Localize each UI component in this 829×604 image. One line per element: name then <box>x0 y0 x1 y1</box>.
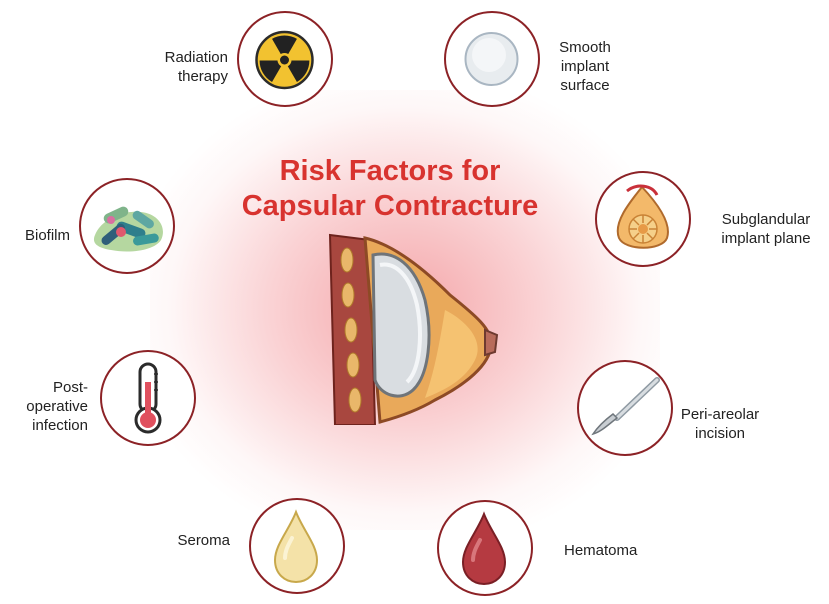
biofilm-circle <box>79 178 175 274</box>
bacteria-icon <box>81 180 172 271</box>
subglandular-implant-plane-circle <box>595 171 691 267</box>
label-biofilm: Biofilm <box>10 226 70 245</box>
label-seroma: Seroma <box>150 531 230 550</box>
radiation-therapy-circle <box>237 11 333 107</box>
smooth-implant-icon <box>446 13 537 104</box>
smooth-implant-surface-circle <box>444 11 540 107</box>
post-operative-infection-circle <box>100 350 196 446</box>
label-hematoma: Hematoma <box>564 541 664 560</box>
breast-implant-cross-section-illustration <box>325 230 500 425</box>
blood-drop-icon <box>439 502 530 593</box>
label-subglandular-implant-plane: Subglandular implant plane <box>705 210 827 248</box>
title-line-1: Risk Factors for <box>220 154 560 188</box>
label-radiation-therapy: Radiation therapy <box>120 48 228 86</box>
peri-areolar-incision-circle <box>577 360 673 456</box>
label-post-operative-infection: Post-operative infection <box>10 378 88 435</box>
breast-gland-icon <box>597 173 688 264</box>
hematoma-circle <box>437 500 533 596</box>
seroma-circle <box>249 498 345 594</box>
label-peri-areolar-incision: Peri-areolar incision <box>680 405 760 443</box>
title-line-2: Capsular Contracture <box>220 189 560 223</box>
radiation-icon <box>239 13 330 104</box>
scalpel-icon <box>579 362 670 453</box>
fluid-drop-icon <box>251 500 342 591</box>
label-smooth-implant-surface: Smooth implant surface <box>550 38 620 95</box>
thermometer-icon <box>102 352 193 443</box>
